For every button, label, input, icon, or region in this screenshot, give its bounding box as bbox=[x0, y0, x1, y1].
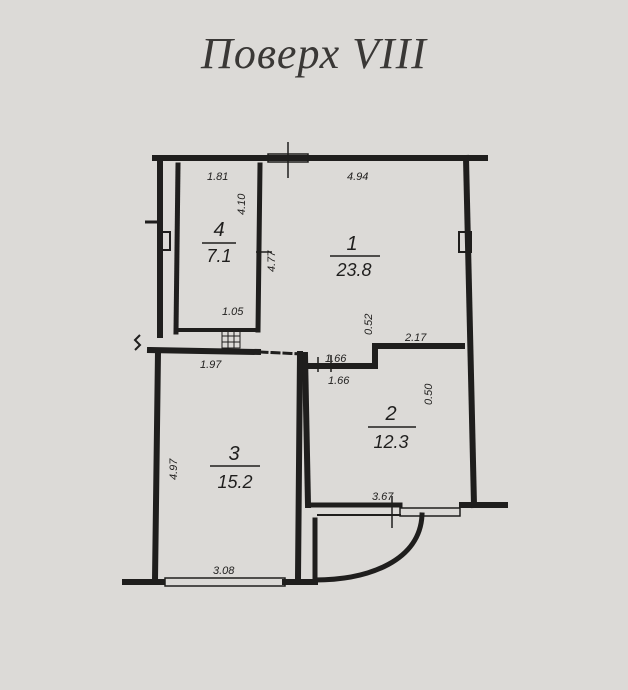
room-2-area: 12.3 bbox=[373, 432, 408, 452]
dim-1-66-top: 1.66 bbox=[325, 353, 347, 365]
wall-room4-right bbox=[255, 162, 263, 333]
window-bottom-room2 bbox=[399, 507, 461, 517]
dim-2-17: 2.17 bbox=[404, 332, 427, 344]
wall-room3-right bbox=[294, 350, 304, 582]
room-1-number: 1 bbox=[346, 233, 357, 255]
window-bottom-room3 bbox=[164, 577, 286, 587]
wall-right bbox=[462, 154, 478, 509]
dim-4-10: 4.10 bbox=[236, 193, 248, 215]
vent-shaft-icon bbox=[221, 329, 241, 349]
dim-3-08: 3.08 bbox=[213, 565, 235, 577]
dim-4-94: 4.94 bbox=[347, 171, 368, 183]
dim-0-50: 0.50 bbox=[423, 383, 435, 405]
floor-title: Поверх VIII bbox=[201, 29, 427, 78]
wall-mid-horizontal bbox=[146, 346, 262, 356]
room-3-area: 15.2 bbox=[217, 472, 252, 492]
room-4-area: 7.1 bbox=[206, 246, 231, 266]
dim-1-66-bottom: 1.66 bbox=[328, 375, 350, 387]
wall-room4-left bbox=[173, 162, 181, 335]
room-2-number: 2 bbox=[384, 403, 396, 425]
dim-3-67: 3.67 bbox=[372, 491, 394, 503]
wall-dashed-opening bbox=[258, 350, 305, 356]
window-right bbox=[458, 231, 472, 253]
wall-room3-left bbox=[151, 348, 162, 584]
dim-1-05: 1.05 bbox=[222, 306, 244, 318]
dim-4-97: 4.97 bbox=[168, 458, 180, 480]
dim-1-97: 1.97 bbox=[200, 359, 222, 371]
balcony-outline bbox=[312, 512, 425, 583]
zigzag-left-icon bbox=[133, 334, 142, 351]
wall-room2-left bbox=[301, 351, 312, 509]
room-4-number: 4 bbox=[213, 219, 224, 241]
dim-1-81: 1.81 bbox=[207, 171, 228, 183]
window-left bbox=[157, 231, 171, 251]
dim-4-77: 4.77 bbox=[266, 250, 278, 272]
room-3-number: 3 bbox=[228, 443, 239, 465]
wall-room2-top bbox=[302, 343, 465, 369]
door-marker-mid bbox=[317, 355, 332, 372]
room-1-area: 23.8 bbox=[335, 260, 371, 280]
dim-0-52: 0.52 bbox=[363, 314, 375, 335]
